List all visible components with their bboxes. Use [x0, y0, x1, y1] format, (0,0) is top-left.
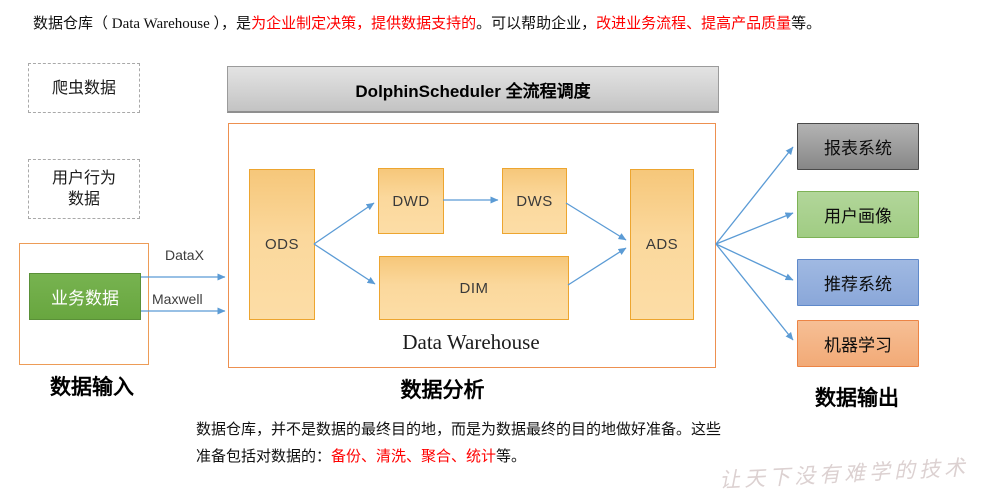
data-output-section-label: 数据输出 [815, 387, 899, 410]
data-analysis-section-label: 数据分析 [400, 379, 485, 402]
top-text-black-2: 。可以帮助企业， [476, 16, 597, 32]
machine-learning-label: 机器学习 [824, 336, 892, 355]
business-data-label: 业务数据 [51, 289, 119, 308]
ods-node: ODS [249, 169, 315, 320]
dim-label: DIM [459, 279, 489, 297]
user-profile-label: 用户画像 [824, 207, 892, 226]
top-text-black-3: 等。 [791, 16, 822, 32]
dws-label: DWS [516, 192, 553, 210]
crawler-data-label: 爬虫数据 [51, 79, 116, 97]
report-system-box: 报表系统 [797, 123, 919, 170]
top-text-black-1: 数据仓库（ Data Warehouse ），是 [33, 16, 252, 32]
machine-learning-box: 机器学习 [797, 320, 919, 367]
bottom-text-line2-tail: 等。 [496, 449, 527, 465]
bottom-text-line1: 数据仓库，并不是数据的最终目的地，而是为数据最终的目的地做好准备。这些 [196, 422, 722, 438]
top-text-red-1: 为企业制定决策，提供数据支持的 [251, 16, 477, 32]
dwd-label: DWD [392, 192, 430, 210]
top-paragraph: 数据仓库（ Data Warehouse ），是为企业制定决策，提供数据支持的。… [33, 11, 821, 38]
user-behavior-label-line2: 数据 [67, 191, 100, 208]
arrow-to-report-system [715, 146, 794, 245]
business-data-box: 业务数据 [29, 273, 141, 320]
ods-label: ODS [264, 236, 299, 253]
user-behavior-data-box: 用户行为 数据 [28, 159, 140, 219]
report-system-label: 报表系统 [824, 139, 892, 158]
user-behavior-label-line1: 用户行为 [51, 170, 116, 187]
dolphinscheduler-header: DolphinScheduler 全流程调度 [227, 66, 719, 113]
bottom-text-line2-black: 准备包括对数据的： [196, 449, 332, 465]
arrow-to-machine-learning [715, 243, 794, 341]
user-profile-box: 用户画像 [797, 191, 919, 238]
arrow-to-recommend-system [715, 243, 794, 281]
arrow-to-user-profile [715, 212, 794, 245]
bottom-text-line2-red: 备份、清洗、聚合、统计 [331, 449, 497, 465]
ads-label: ADS [645, 236, 679, 253]
datax-arrow-label: DataX [165, 247, 204, 263]
crawler-data-box: 爬虫数据 [28, 63, 140, 113]
dws-node: DWS [502, 168, 567, 234]
dim-node: DIM [379, 256, 569, 320]
data-warehouse-title: Data Warehouse [402, 330, 540, 354]
maxwell-arrow-label: Maxwell [152, 291, 203, 307]
recommend-system-label: 推荐系统 [824, 275, 892, 294]
top-text-red-2: 改进业务流程、提高产品质量 [596, 16, 792, 32]
dwd-node: DWD [378, 168, 444, 234]
dolphinscheduler-title: DolphinScheduler 全流程调度 [355, 81, 591, 101]
bottom-paragraph: 数据仓库，并不是数据的最终目的地，而是为数据最终的目的地做好准备。这些 准备包括… [196, 417, 786, 471]
data-input-section-label: 数据输入 [50, 376, 134, 399]
recommend-system-box: 推荐系统 [797, 259, 919, 306]
ads-node: ADS [630, 169, 694, 320]
